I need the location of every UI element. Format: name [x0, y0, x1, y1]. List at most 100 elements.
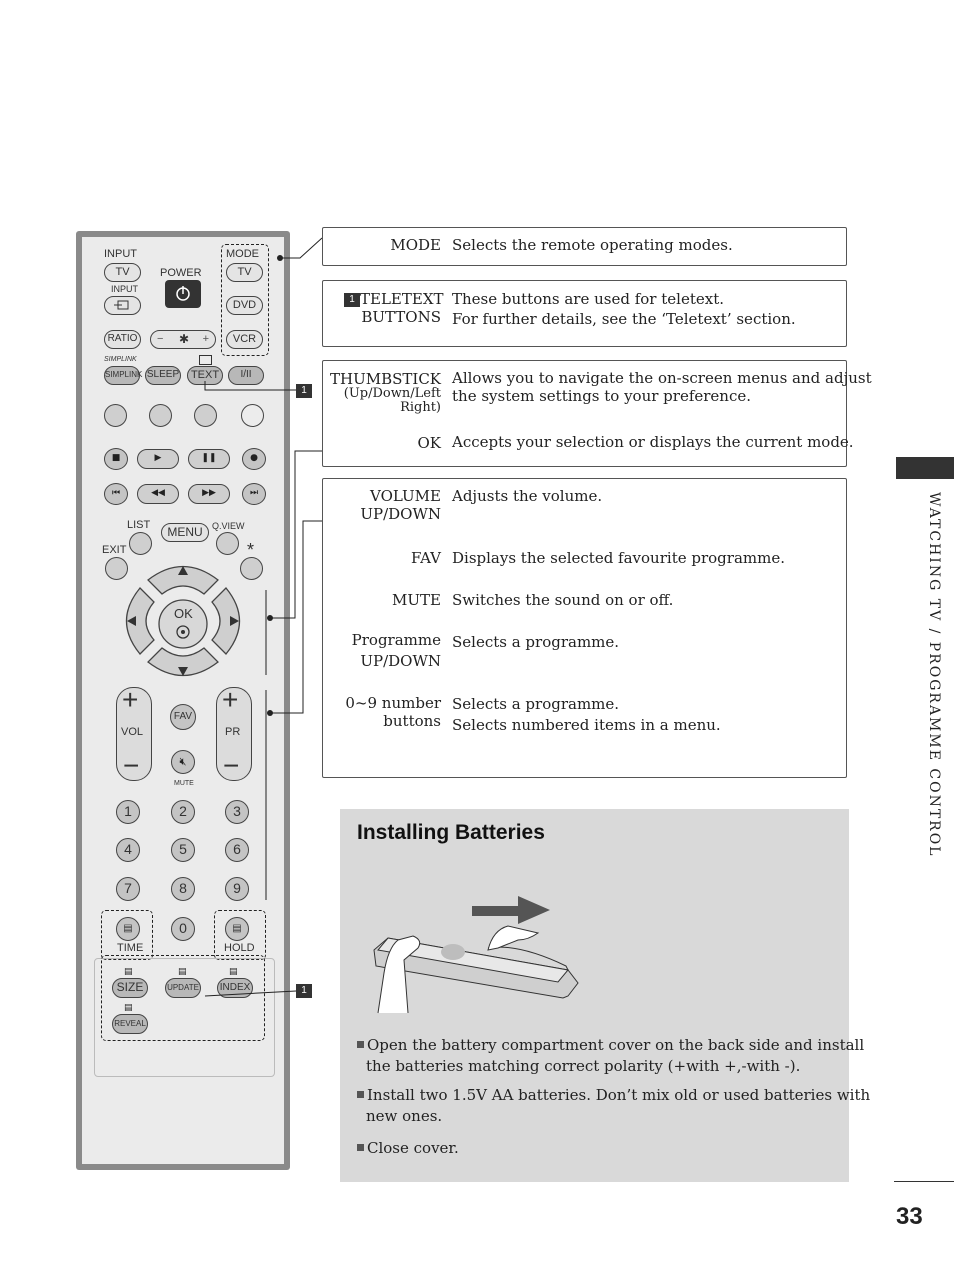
teletext-description-line2: For further details, see the ‘Teletext’ …: [452, 310, 796, 328]
tv-mode-button[interactable]: TV: [226, 263, 263, 282]
battery-instruction-3: Close cover.: [357, 1138, 459, 1159]
dvd-button[interactable]: DVD: [226, 296, 263, 315]
yellow-button[interactable]: [194, 404, 217, 427]
vcr-button[interactable]: VCR: [226, 330, 263, 349]
hold-button[interactable]: ▤: [225, 917, 249, 941]
number-7-button[interactable]: 7: [116, 877, 140, 901]
time-button[interactable]: ▤: [116, 917, 140, 941]
section-tab-label: WATCHING TV / PROGRAMME CONTROL: [926, 492, 942, 858]
thumbstick-right[interactable]: [211, 587, 240, 655]
thumbstick-up[interactable]: [147, 565, 219, 595]
battery-instruction-2-continued: new ones.: [366, 1107, 443, 1125]
pr-plus-icon: +: [222, 684, 239, 715]
minus-sign: −: [157, 333, 164, 345]
power-button[interactable]: [165, 280, 201, 308]
thumbstick-down[interactable]: [147, 647, 219, 677]
rewind-button[interactable]: ◀◀: [137, 484, 179, 504]
vol-plus-icon: +: [122, 684, 139, 715]
simplink-button[interactable]: SIMPLINK: [104, 366, 142, 385]
fav-star-button[interactable]: [240, 557, 263, 580]
programme-description: Selects a programme.: [452, 633, 620, 651]
skip-forward-button[interactable]: ⏭: [242, 483, 266, 505]
update-teletext-icon: ▤: [178, 966, 187, 976]
update-button[interactable]: UPDATE: [165, 978, 201, 998]
simplink-logo: SIMPLINK: [104, 356, 137, 363]
volume-rocker[interactable]: [116, 687, 152, 781]
time-teletext-icon: ▤: [123, 923, 133, 934]
list-label: LIST: [127, 519, 151, 531]
play-button[interactable]: ▶: [137, 449, 179, 469]
number-9-button[interactable]: 9: [225, 877, 249, 901]
index-button[interactable]: INDEX: [217, 978, 253, 998]
volume-info-box: [322, 478, 847, 778]
pr-label: PR: [225, 726, 241, 738]
mode-info-box: [322, 227, 847, 266]
fast-forward-button[interactable]: ▶▶: [188, 484, 230, 504]
qview-button[interactable]: [216, 532, 239, 555]
number-6-button[interactable]: 6: [225, 838, 249, 862]
thumbstick-description-line2: the system settings to your preference.: [452, 387, 752, 405]
stop-button[interactable]: ■: [104, 448, 128, 470]
programme-term-line1: Programme: [351, 631, 441, 649]
mute-term: MUTE: [392, 591, 441, 609]
right-hand: [487, 925, 540, 951]
exit-button[interactable]: [105, 557, 128, 580]
plus-sign: +: [202, 333, 209, 345]
ok-term: OK: [417, 434, 441, 452]
time-label: TIME: [117, 942, 144, 954]
bullet-square-icon: [357, 1091, 364, 1098]
teletext-info-box: [322, 280, 847, 347]
number-5-button[interactable]: 5: [171, 838, 195, 862]
sleep-button[interactable]: SLEEP: [145, 366, 181, 385]
tv-button[interactable]: TV: [104, 263, 141, 282]
installing-batteries-title: Installing Batteries: [357, 821, 545, 844]
fav-button[interactable]: FAV: [170, 704, 196, 730]
green-button[interactable]: [149, 404, 172, 427]
ratio-button[interactable]: RATIO: [104, 330, 141, 349]
i-ii-button[interactable]: I/II: [228, 366, 264, 385]
volume-term-line1: VOLUME: [370, 487, 441, 505]
number-description-line2: Selects numbered items in a menu.: [452, 716, 721, 734]
teletext-term-line2: BUTTONS: [361, 308, 441, 326]
red-button[interactable]: [104, 404, 127, 427]
mode-label: MODE: [226, 248, 259, 260]
battery-instruction-1: Open the battery compartment cover on th…: [357, 1035, 864, 1056]
pr-minus-icon: −: [223, 750, 240, 781]
number-term-line2: buttons: [383, 712, 441, 730]
mute-button[interactable]: 🔇︎: [171, 750, 195, 774]
size-button[interactable]: SIZE: [112, 978, 148, 998]
number-1-button[interactable]: 1: [116, 800, 140, 824]
list-button[interactable]: [129, 532, 152, 555]
teletext-term-line1: TELETEXT: [360, 290, 444, 308]
number-2-button[interactable]: 2: [171, 800, 195, 824]
battery-instruction-1-continued: the batteries matching correct polarity …: [366, 1057, 801, 1075]
record-button[interactable]: ●: [242, 448, 266, 470]
picture-adjust-button[interactable]: − ✱ +: [150, 330, 216, 349]
programme-rocker[interactable]: [216, 687, 252, 781]
thumbstick-term: THUMBSTICK: [330, 370, 441, 388]
input-button[interactable]: [104, 296, 141, 315]
number-3-button[interactable]: 3: [225, 800, 249, 824]
volume-term-line2: UP/DOWN: [360, 505, 441, 523]
menu-button[interactable]: MENU: [161, 523, 209, 542]
pause-button[interactable]: ❚❚: [188, 449, 230, 469]
programme-term-line2: UP/DOWN: [360, 652, 441, 670]
ok-button[interactable]: [158, 599, 208, 649]
reveal-button[interactable]: REVEAL: [112, 1014, 148, 1034]
hold-teletext-icon: ▤: [232, 923, 242, 934]
thumbstick-left[interactable]: [126, 587, 155, 655]
volume-description: Adjusts the volume.: [452, 487, 603, 505]
star-label: *: [247, 540, 255, 560]
skip-back-button[interactable]: ⏮: [104, 483, 128, 505]
teletext-icon: [199, 355, 212, 365]
thumbstick[interactable]: [118, 558, 248, 684]
teletext-panel: [94, 958, 275, 1077]
number-8-button[interactable]: 8: [171, 877, 195, 901]
power-label: POWER: [160, 267, 202, 279]
number-4-button[interactable]: 4: [116, 838, 140, 862]
blue-button[interactable]: [241, 404, 264, 427]
number-0-button[interactable]: 0: [171, 917, 195, 941]
bullet-square-icon: [357, 1041, 364, 1048]
size-teletext-icon: ▤: [124, 966, 133, 976]
